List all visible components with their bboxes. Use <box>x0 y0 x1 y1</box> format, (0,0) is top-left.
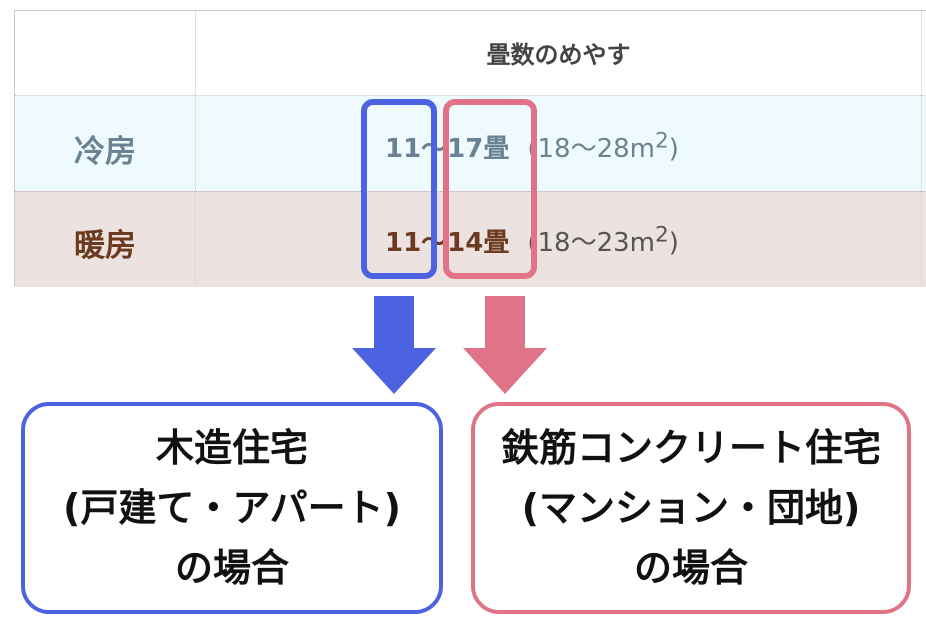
down-arrow-icon-pink <box>463 296 547 394</box>
wooden-house-box: 木造住宅 (戸建て・アパート) の場合 <box>21 402 443 614</box>
concrete-house-subtitle: (マンション・団地) <box>521 486 861 530</box>
cooling-area: (18～28m2) <box>527 128 679 164</box>
column-divider <box>195 11 196 286</box>
wood-min-highlight <box>361 99 437 279</box>
wooden-house-title: 木造住宅 <box>155 426 308 470</box>
concrete-house-case: の場合 <box>633 546 748 590</box>
table-row-cooling: 冷房 11～17畳(18～28m2) <box>15 95 926 192</box>
table-header-row: 畳数のめやす <box>15 11 926 94</box>
heating-area: (18～23m2) <box>527 222 679 258</box>
row-label-cooling: 冷房 <box>74 134 136 170</box>
concrete-house-box: 鉄筋コンクリート住宅 (マンション・団地) の場合 <box>471 402 911 614</box>
wooden-house-subtitle: (戸建て・アパート) <box>63 486 401 530</box>
capacity-table: 畳数のめやす 冷房 11～17畳(18～28m2) 暖房 11～14畳(18～2… <box>14 10 926 287</box>
down-arrow-icon-blue <box>352 296 436 394</box>
rc-max-highlight <box>443 99 537 279</box>
column-header: 畳数のめやす <box>486 41 631 69</box>
concrete-house-title: 鉄筋コンクリート住宅 <box>500 426 881 470</box>
wooden-house-case: の場合 <box>174 546 289 590</box>
column-divider-right <box>921 11 922 286</box>
row-label-heating: 暖房 <box>74 228 136 264</box>
